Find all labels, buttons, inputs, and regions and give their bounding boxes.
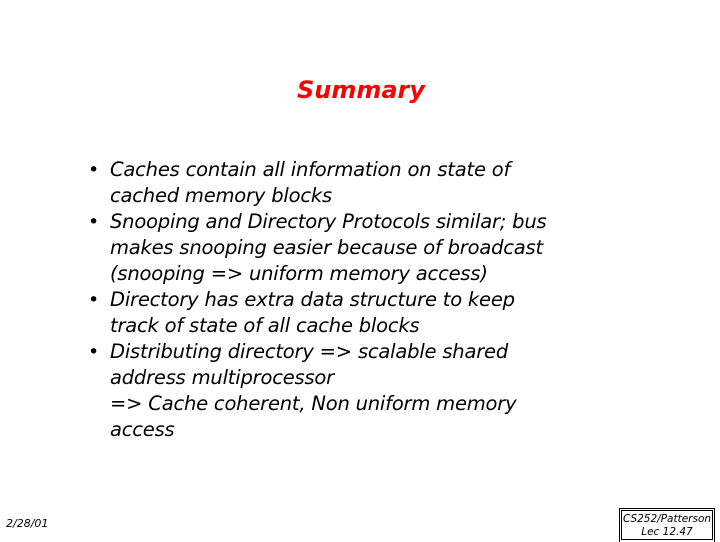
bullet-item: • Directory has extra data structure to … [88,287,688,339]
bullet-dot-icon: • [88,211,100,233]
bullet-dot-icon: • [88,341,100,363]
footer-course: CS252/Patterson [622,513,712,525]
bullet-item: • Snooping and Directory Protocols simil… [88,209,688,287]
footer-date: 2/28/01 [6,517,49,530]
bullet-line: Caches contain all information on state … [110,158,511,181]
bullet-line: access [110,418,175,441]
bullet-line: makes snooping easier because of broadca… [110,236,543,259]
bullet-item: • Distributing directory => scalable sha… [88,339,688,443]
bullet-line: address multiprocessor [110,366,334,389]
bullet-list: • Caches contain all information on stat… [88,157,688,443]
footer-lecture: Lec 12.47 [641,526,693,538]
bullet-line: (snooping => uniform memory access) [110,262,488,285]
bullet-dot-icon: • [88,159,100,181]
bullet-line: => Cache coherent, Non uniform memory [110,392,517,415]
bullet-line: Snooping and Directory Protocols similar… [110,210,547,233]
footer-course-box: CS252/Patterson Lec 12.47 [619,508,715,542]
bullet-line: Distributing directory => scalable share… [110,340,508,363]
slide-title: Summary [296,76,426,104]
bullet-dot-icon: • [88,289,100,311]
bullet-line: Directory has extra data structure to ke… [110,288,515,311]
bullet-line: track of state of all cache blocks [110,314,420,337]
bullet-line: cached memory blocks [110,184,332,207]
bullet-item: • Caches contain all information on stat… [88,157,688,209]
